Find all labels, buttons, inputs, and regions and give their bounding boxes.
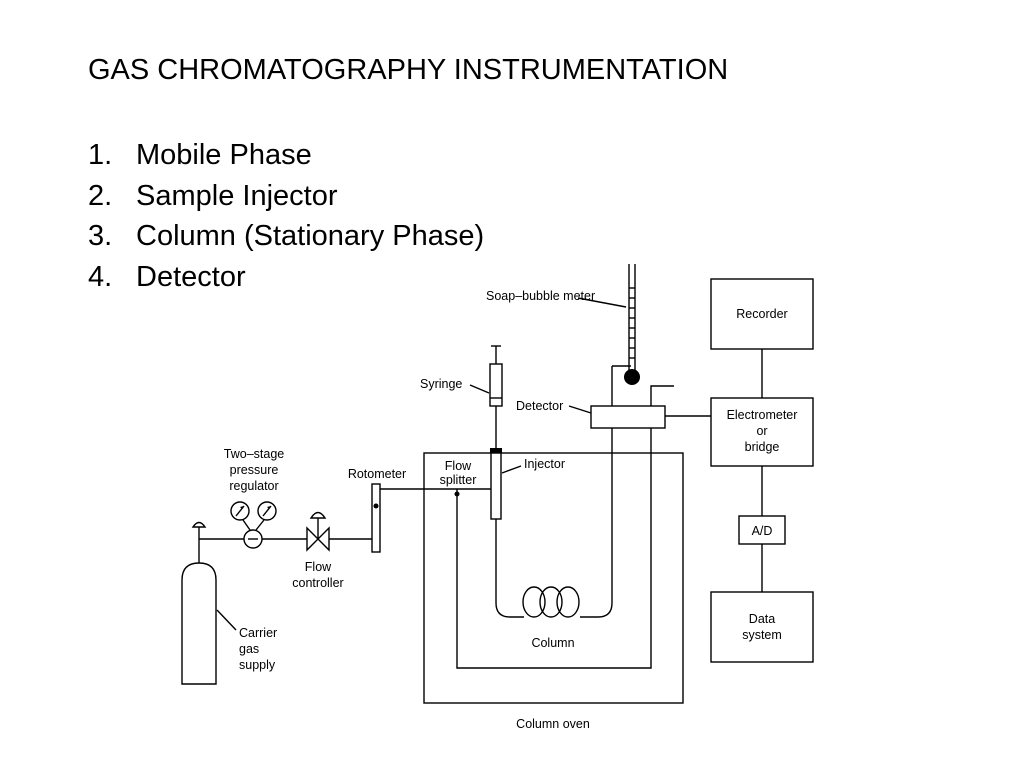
regulator-label-line2: pressure — [230, 463, 279, 477]
injector-label: Injector — [524, 457, 565, 471]
column-coil — [522, 586, 580, 618]
list-item: 3. Column (Stationary Phase) — [88, 216, 484, 257]
regulator-label-line1: Two–stage — [224, 447, 285, 461]
syringe-leader — [469, 384, 490, 394]
soap-meter-leader — [577, 297, 627, 308]
flow-controller-valve-icon — [306, 511, 330, 552]
data-system-box — [710, 591, 814, 663]
column-oven-box — [423, 452, 684, 704]
electrometer-label-line2: or — [756, 424, 767, 438]
flow-splitter-label-line1: Flow — [445, 459, 472, 473]
flow-controller-label-line2: controller — [292, 576, 343, 590]
soap-bubble-meter-icon — [624, 264, 640, 385]
syringe-label: Syringe — [420, 377, 462, 391]
injector-leader — [501, 465, 522, 474]
list-item: 2. Sample Injector — [88, 176, 484, 217]
list-number: 3. — [88, 220, 113, 252]
injector-septum — [490, 448, 502, 453]
data-system-label-line1: Data — [749, 612, 775, 626]
ad-converter-box — [738, 515, 786, 545]
column-to-detector-line — [580, 428, 613, 618]
regulator-label-line3: regulator — [229, 479, 278, 493]
rotometer — [371, 483, 381, 553]
flow-controller-label-line1: Flow — [305, 560, 332, 574]
detector-block — [590, 405, 666, 429]
list-text: Sample Injector — [136, 179, 338, 212]
injector-to-column-line — [495, 519, 524, 618]
list-text: Mobile Phase — [136, 139, 312, 171]
flow-splitter-label-line2: splitter — [440, 473, 477, 487]
ad-label: A/D — [752, 524, 773, 538]
electrometer-label-line1: Electrometer — [727, 408, 798, 422]
syringe-icon — [489, 345, 503, 448]
electrometer-box — [710, 397, 814, 467]
list-number: 4. — [88, 260, 113, 293]
recorder-label: Recorder — [736, 307, 787, 321]
list-number: 2. — [88, 179, 113, 212]
list-text: Detector — [136, 260, 246, 293]
carrier-gas-label-line3: supply — [239, 658, 276, 672]
injector — [490, 452, 502, 520]
carrier-gas-cylinder — [181, 562, 217, 685]
component-list: 1. Mobile Phase 2. Sample Injector 3. Colum… — [88, 135, 484, 297]
rotometer-label: Rotometer — [348, 467, 406, 481]
data-system-label-line2: system — [742, 628, 782, 642]
detector-leader — [568, 405, 592, 414]
list-text: Column (Stationary Phase) — [136, 220, 485, 252]
pressure-regulator-icon — [230, 501, 277, 549]
list-item: 1. Mobile Phase — [88, 135, 484, 176]
detector-vent-line — [650, 385, 674, 406]
detector-label: Detector — [516, 399, 563, 413]
list-number: 1. — [88, 139, 113, 171]
column-oven-label: Column oven — [516, 717, 590, 731]
column-label: Column — [531, 636, 574, 650]
slide-title: GAS CHROMATOGRAPHY INSTRUMENTATION — [88, 54, 729, 86]
carrier-gas-label-line2: gas — [239, 642, 259, 656]
carrier-gas-leader — [216, 609, 237, 631]
column-inner-line — [456, 428, 652, 669]
electrometer-label-line3: bridge — [745, 440, 780, 454]
list-item: 4. Detector — [88, 257, 484, 298]
cylinder-valve-icon — [191, 521, 207, 528]
soap-bubble-meter-label: Soap–bubble meter — [486, 289, 595, 303]
rotometer-float — [373, 503, 379, 509]
carrier-gas-label-line1: Carrier — [239, 626, 277, 640]
